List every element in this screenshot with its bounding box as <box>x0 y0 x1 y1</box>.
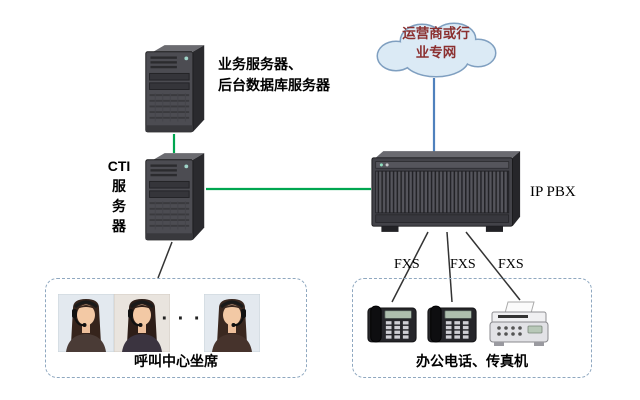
office-group-box: 办公电话、传真机 <box>352 278 592 378</box>
cti-label-line3: 务 <box>112 198 126 214</box>
agent-image-3 <box>204 294 260 352</box>
office-label: 办公电话、传真机 <box>416 353 528 369</box>
cti-server-tower <box>145 153 205 241</box>
app-server-label: 业务服务器、 后台数据库服务器 <box>218 54 378 96</box>
cloud-label-line1: 运营商或行 <box>402 26 470 41</box>
cti-label-line1: CTI <box>107 158 131 174</box>
office-phone-2 <box>427 305 477 343</box>
app-server-label-line2: 后台数据库服务器 <box>218 77 330 93</box>
ippbx-label: IP PBX <box>530 184 576 200</box>
cloud-network-label: 运营商或行 业专网 <box>372 24 500 62</box>
fax-machine <box>489 301 549 346</box>
fxs-label-1: FXS <box>394 257 420 272</box>
cti-label-line2: 服 <box>112 178 126 194</box>
cti-server-label: CTI 服 务 器 <box>98 156 140 236</box>
link-cti-callcenter <box>157 241 173 279</box>
cloud-label-line2: 业专网 <box>415 45 457 60</box>
callcenter-group-box: 呼叫中心坐席 <box>45 278 307 378</box>
fxs-label-2: FXS <box>450 257 476 272</box>
cloud-shape <box>376 22 497 78</box>
callcenter-label: 呼叫中心坐席 <box>134 353 218 369</box>
fxs-label-3: FXS <box>498 257 524 272</box>
app-server-tower <box>145 45 205 133</box>
office-phone-1 <box>367 305 417 343</box>
app-server-label-line1: 业务服务器、 <box>218 56 302 72</box>
agent-image-2 <box>114 294 170 352</box>
agent-image-1 <box>58 294 114 352</box>
cti-label-line4: 器 <box>112 218 126 234</box>
ippbx-rack <box>371 151 521 232</box>
agents-ellipsis: · · · <box>161 308 203 330</box>
